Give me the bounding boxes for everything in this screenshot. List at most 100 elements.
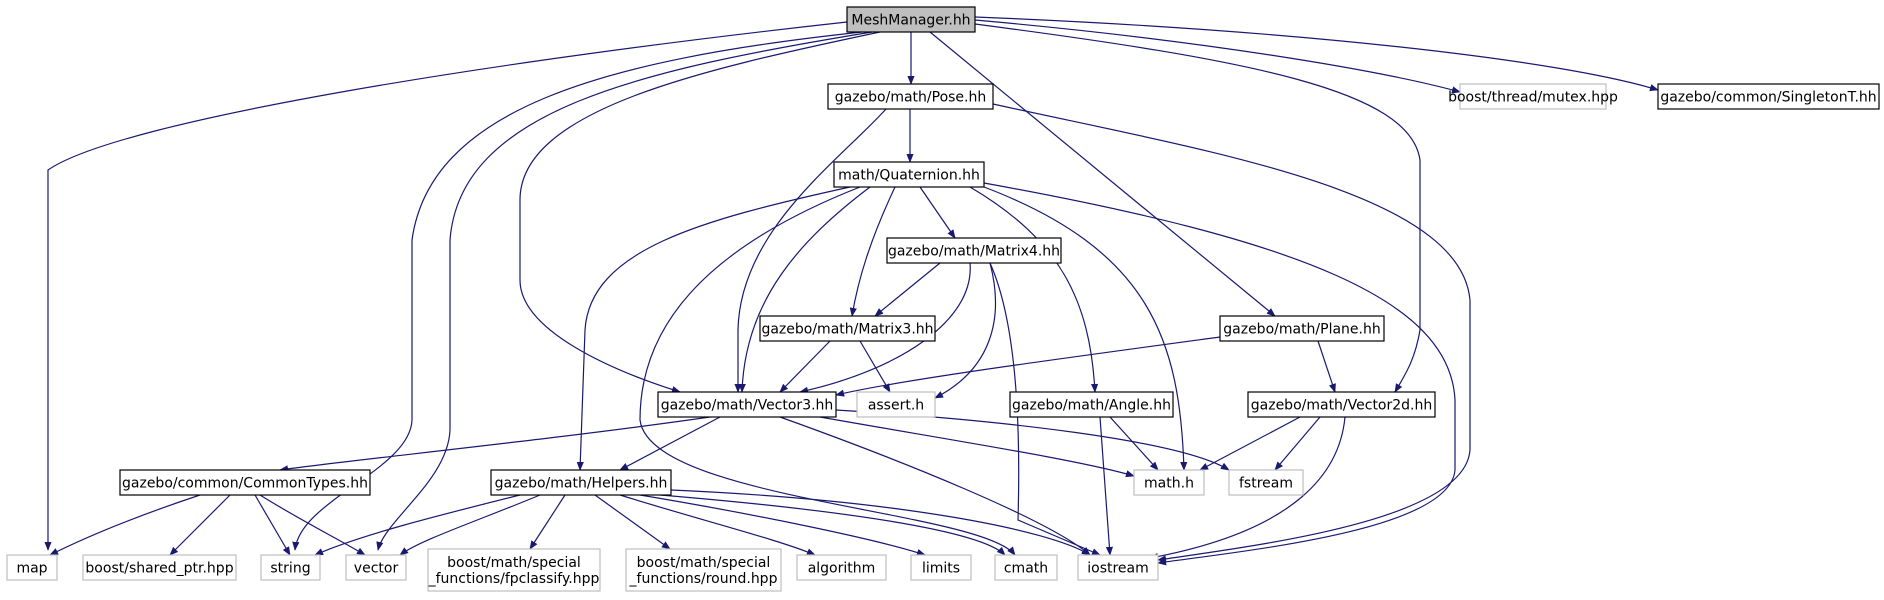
node-label: boost/thread/mutex.hpp: [1448, 90, 1618, 106]
edge-helpers-to-string: [314, 494, 521, 556]
edge-helpers-to-vector: [399, 494, 541, 556]
edge-vector3-to-fstream: [835, 409, 1230, 471]
edge-plane-to-vector2d: [1317, 340, 1336, 393]
edge-matrix3-to-assert: [859, 340, 891, 393]
edge-quaternion-to-helpers: [576, 186, 851, 471]
node-matrix4[interactable]: gazebo/math/Matrix4.hh: [886, 237, 1062, 264]
node-label: boost/math/special_functions/round.hpp: [629, 555, 778, 587]
node-label: boost/shared_ptr.hpp: [85, 561, 233, 577]
node-iostream[interactable]: iostream: [1077, 554, 1159, 581]
edge-helpers-to-cmath: [659, 494, 1006, 556]
edge-quaternion-to-math-h: [983, 186, 1188, 471]
edge-angle-to-iostream: [1099, 416, 1114, 556]
edge-quaternion-to-matrix4: [919, 186, 956, 239]
node-helpers[interactable]: gazebo/math/Helpers.hh: [490, 469, 672, 496]
node-label: gazebo/math/Angle.hh: [1012, 398, 1171, 414]
node-label: gazebo/math/Matrix4.hh: [888, 244, 1060, 260]
node-math-h[interactable]: math.h: [1133, 469, 1205, 496]
node-angle[interactable]: gazebo/math/Angle.hh: [1009, 391, 1174, 418]
node-mesh-manager[interactable]: MeshManager.hh: [846, 6, 976, 33]
edge-mesh-manager-to-vector3: [519, 31, 881, 394]
node-matrix3[interactable]: gazebo/math/Matrix3.hh: [759, 315, 936, 342]
edge-quaternion-to-angle: [969, 186, 1099, 393]
node-pose[interactable]: gazebo/math/Pose.hh: [827, 83, 994, 110]
node-fpclassify[interactable]: boost/math/special_functions/fpclassify.…: [427, 548, 601, 592]
node-box: [910, 554, 972, 581]
node-box: [833, 161, 985, 188]
edge-mesh-manager-to-singleton: [974, 16, 1659, 92]
edge-quaternion-to-matrix3: [849, 186, 896, 317]
node-map[interactable]: map: [6, 554, 58, 581]
node-limits[interactable]: limits: [910, 554, 972, 581]
node-box: [1219, 315, 1385, 342]
node-singleton[interactable]: gazebo/common/SingletonT.hh: [1657, 83, 1880, 110]
node-string[interactable]: string: [260, 554, 321, 581]
node-box: [82, 554, 237, 581]
node-label: gazebo/common/CommonTypes.hh: [122, 476, 368, 492]
edge-common-types-to-string: [254, 494, 291, 556]
edge-mesh-manager-to-plane: [929, 31, 1276, 317]
node-label: iostream: [1087, 561, 1149, 577]
edge-vector3-to-math-h: [819, 416, 1135, 478]
edge-matrix3-to-vector3: [779, 340, 831, 393]
node-box: [345, 554, 407, 581]
edge-pose-to-vector3: [734, 108, 887, 393]
edge-angle-to-math-h: [1109, 416, 1159, 471]
node-label: gazebo/common/SingletonT.hh: [1660, 90, 1876, 106]
edge-helpers-to-algorithm: [619, 494, 816, 556]
edge-mesh-manager-to-vector2d: [974, 23, 1421, 393]
node-label: map: [16, 561, 47, 577]
node-shared-ptr[interactable]: boost/shared_ptr.hpp: [82, 554, 237, 581]
node-box: [657, 391, 837, 418]
edge-quaternion-to-iostream: [983, 182, 1456, 566]
edge-common-types-to-map: [49, 494, 201, 556]
node-label: algorithm: [808, 561, 876, 577]
node-common-types[interactable]: gazebo/common/CommonTypes.hh: [119, 469, 371, 496]
node-box: [260, 554, 321, 581]
edge-vector3-to-iostream: [779, 416, 1091, 556]
edge-vector2d-to-math-h: [1199, 416, 1301, 471]
node-box: [119, 469, 371, 496]
node-quaternion[interactable]: math/Quaternion.hh: [833, 161, 985, 188]
node-algorithm[interactable]: algorithm: [796, 554, 887, 581]
node-plane[interactable]: gazebo/math/Plane.hh: [1219, 315, 1385, 342]
edge-plane-to-vector3: [835, 336, 1221, 397]
node-box: [625, 548, 782, 592]
node-box: [827, 83, 994, 110]
edge-pose-to-iostream: [992, 103, 1471, 563]
node-vector[interactable]: vector: [345, 554, 407, 581]
node-box: [759, 315, 936, 342]
edge-quaternion-to-vector3: [738, 186, 871, 393]
node-box: [6, 554, 58, 581]
edge-mesh-manager-to-mutex: [974, 19, 1461, 94]
edge-mesh-manager-to-map: [44, 21, 848, 551]
node-vector2d[interactable]: gazebo/math/Vector2d.hh: [1247, 391, 1436, 418]
node-assert[interactable]: assert.h: [856, 391, 936, 418]
edge-vector3-to-helpers: [619, 416, 721, 471]
node-mutex[interactable]: boost/thread/mutex.hpp: [1448, 83, 1618, 110]
node-box: [1228, 469, 1304, 496]
edge-matrix4-to-assert: [934, 262, 997, 399]
node-box: [1247, 391, 1436, 418]
node-box: [490, 469, 672, 496]
node-cmath[interactable]: cmath: [994, 554, 1058, 581]
node-box: [1133, 469, 1205, 496]
node-label: MeshManager.hh: [851, 13, 970, 29]
node-round[interactable]: boost/math/special_functions/round.hpp: [625, 548, 782, 592]
node-box: [796, 554, 887, 581]
edge-helpers-to-limits: [639, 494, 926, 556]
edge-common-types-to-vector: [259, 494, 366, 556]
node-label: math/Quaternion.hh: [838, 168, 980, 184]
node-label: limits: [922, 561, 960, 577]
node-vector3[interactable]: gazebo/math/Vector3.hh: [657, 391, 837, 418]
node-box: [846, 6, 976, 33]
node-label: math.h: [1144, 476, 1194, 492]
edge-vector2d-to-iostream: [1149, 416, 1346, 561]
node-fstream[interactable]: fstream: [1228, 469, 1304, 496]
node-label: fstream: [1239, 476, 1293, 492]
node-label: assert.h: [868, 398, 924, 414]
node-label: gazebo/math/Vector2d.hh: [1251, 398, 1433, 414]
edge-vector2d-to-fstream: [1274, 416, 1321, 471]
node-label: cmath: [1004, 561, 1048, 577]
